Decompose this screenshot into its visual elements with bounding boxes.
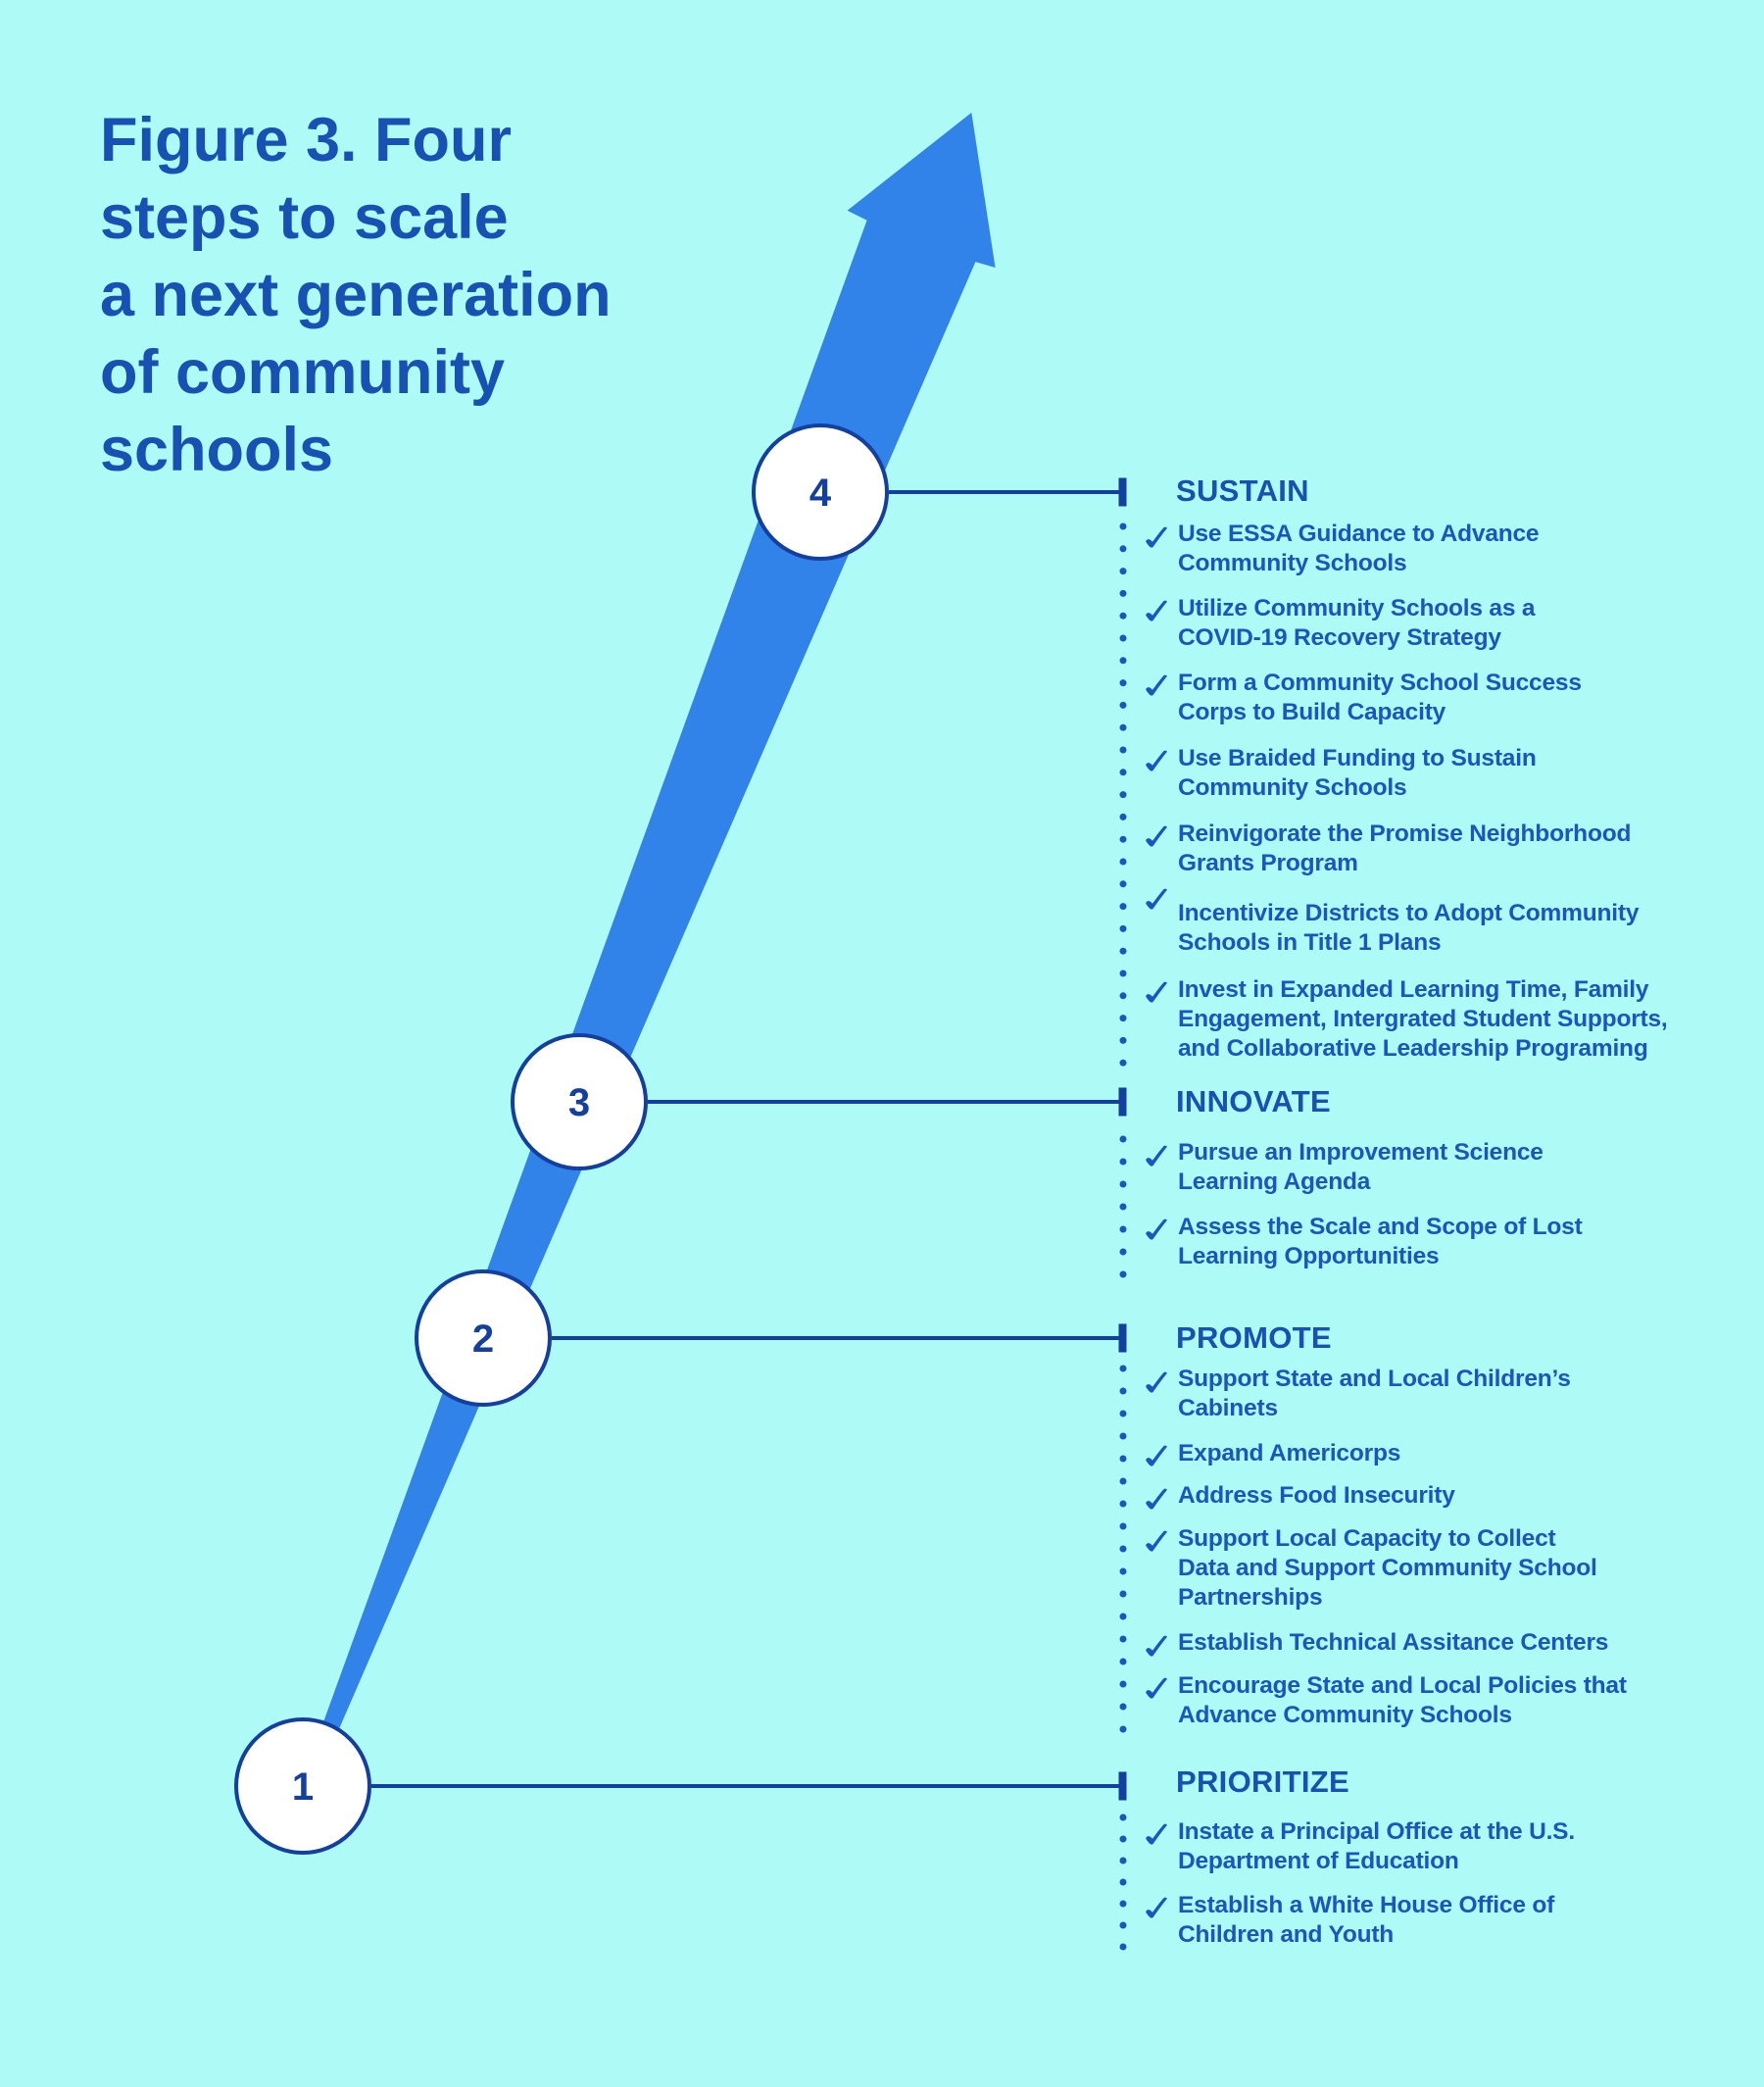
svg-text:3: 3 <box>568 1081 590 1124</box>
svg-text:4: 4 <box>809 472 832 515</box>
svg-text:2: 2 <box>472 1317 494 1361</box>
svg-text:1: 1 <box>292 1765 314 1809</box>
